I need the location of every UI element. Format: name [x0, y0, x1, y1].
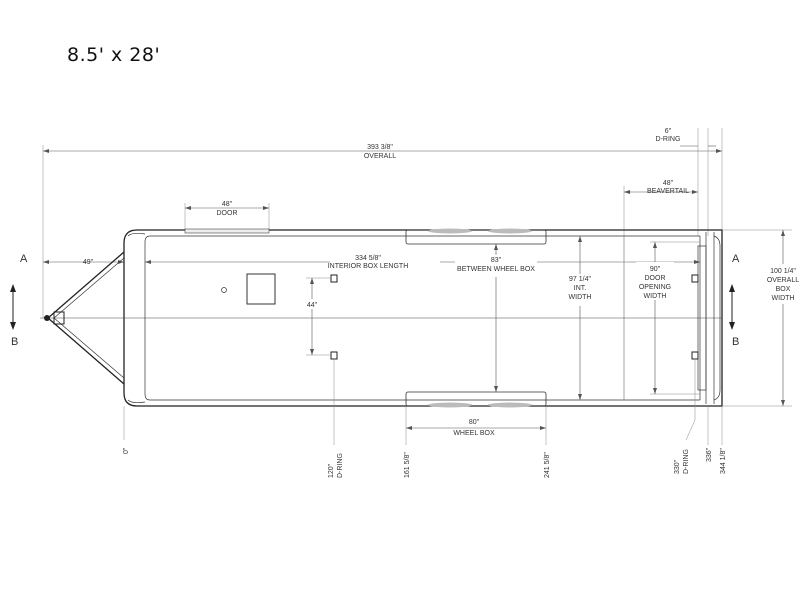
d-ring-spacing-value: 44"	[307, 302, 318, 309]
d-ring-spacing-dimension: 44"	[303, 277, 330, 356]
section-mark-left-a: A	[20, 253, 28, 265]
d-rings	[330, 274, 699, 360]
side-door-dimension: 48" DOOR	[184, 201, 270, 230]
wheel-box-label: WHEEL BOX	[453, 430, 495, 437]
section-mark-right: A B	[729, 253, 740, 348]
beavertail-value: 48"	[663, 180, 674, 187]
d-ring-top-dimension: 6" D-RING	[656, 128, 716, 236]
section-mark-right-a: A	[732, 253, 740, 265]
between-wheel-box-value: 83"	[491, 257, 502, 264]
baseline-d-ring-rear-value: 330"	[674, 459, 681, 474]
interior-width-dimension: 97 1/4" INT. WIDTH	[563, 236, 597, 400]
tongue-dimension: 49"	[43, 248, 125, 268]
baseline-wheel-box-start: 161 5/8"	[404, 452, 411, 478]
baseline-marks: 0" 120" D-RING 161 5/8" 241 5/8" 330" D-…	[123, 447, 727, 478]
wheel-box-value: 80"	[469, 419, 480, 426]
baseline-rear-336: 336"	[706, 447, 713, 462]
baseline-d-ring-rear-label: D-RING	[683, 449, 690, 474]
side-door-label: DOOR	[217, 210, 238, 217]
diagram-title: 8.5' x 28'	[67, 44, 161, 66]
door-opening-dimension: 90" DOOR OPENING WIDTH	[636, 241, 700, 395]
d-ring-top-value: 6"	[665, 128, 672, 135]
overall-width-label-2: BOX	[776, 286, 791, 293]
interior-width-label-1: INT.	[574, 285, 587, 292]
trailer-tongue	[44, 251, 125, 385]
overall-width-label-1: OVERALL	[767, 277, 799, 284]
wheel-box-dimension: 80" WHEEL BOX	[405, 406, 547, 445]
interior-width-label-2: WIDTH	[569, 294, 592, 301]
door-opening-label-1: DOOR	[645, 275, 666, 282]
d-ring-top-label: D-RING	[656, 136, 681, 143]
section-mark-left-b: B	[11, 336, 18, 348]
overall-length-label: OVERALL	[364, 153, 396, 160]
baseline-d-ring-front-label: D-RING	[337, 453, 344, 478]
beavertail-label: BEAVERTAIL	[647, 188, 689, 195]
overall-length-value: 393 3/8"	[367, 144, 393, 151]
door-opening-value: 90"	[650, 266, 661, 273]
overall-width-label-3: WIDTH	[772, 295, 795, 302]
interior-width-value: 97 1/4"	[569, 276, 591, 283]
door-opening-label-2: OPENING	[639, 284, 671, 291]
door-opening-label-3: WIDTH	[644, 293, 667, 300]
baseline-rear-344: 344 1/8"	[720, 448, 727, 474]
interior-length-label: INTERIOR BOX LENGTH	[328, 263, 409, 270]
overall-length-dimension: 393 3/8" OVERALL	[42, 128, 723, 318]
baseline-extension-lines	[123, 360, 723, 445]
baseline-zero: 0"	[123, 447, 130, 454]
overall-width-value: 100 1/4"	[770, 268, 796, 275]
interior-length-dimension: 334 5/8" INTERIOR BOX LENGTH	[145, 253, 700, 271]
trailer-body	[40, 228, 723, 408]
overall-width-dimension: 100 1/4" OVERALL BOX WIDTH	[722, 229, 799, 407]
section-mark-left: A B	[10, 253, 28, 348]
baseline-wheel-box-end: 241 5/8"	[544, 452, 551, 478]
interior-length-value: 334 5/8"	[355, 255, 381, 262]
section-mark-right-b: B	[732, 336, 739, 348]
between-wheel-box-dimension: 83" BETWEEN WHEEL BOX	[455, 244, 537, 392]
side-door-value: 48"	[222, 201, 233, 208]
tongue-value: 49"	[83, 259, 94, 266]
baseline-d-ring-front-value: 120"	[328, 463, 335, 478]
between-wheel-box-label: BETWEEN WHEEL BOX	[457, 266, 535, 273]
